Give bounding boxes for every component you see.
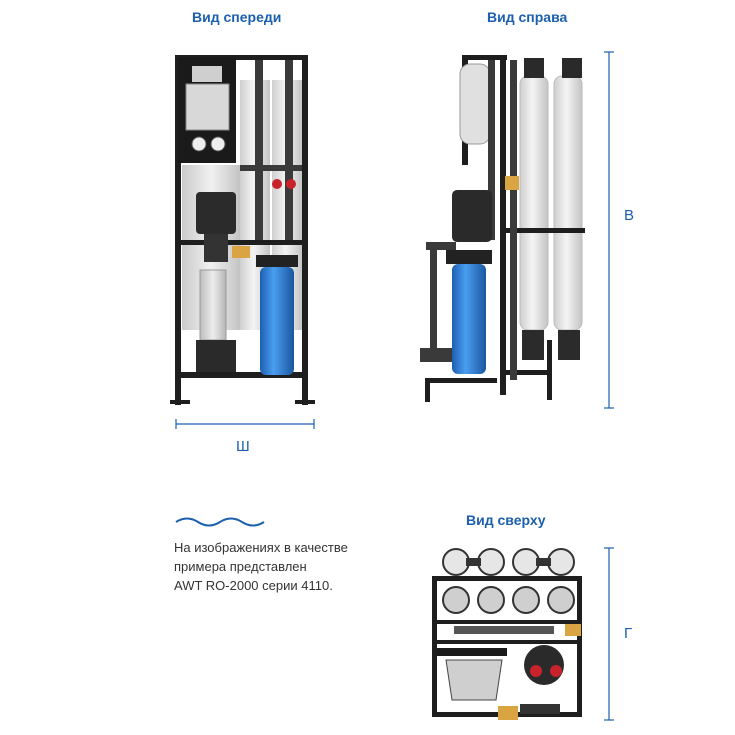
top-view-title: Вид сверху — [466, 512, 546, 528]
caption-line-1: На изображениях в качестве — [174, 540, 348, 555]
top-panel-edge — [437, 648, 507, 656]
front-brass-fitting — [232, 246, 250, 258]
right-membrane-2 — [553, 75, 583, 331]
right-pump-motor — [452, 190, 492, 242]
right-view-title: Вид справа — [487, 9, 568, 25]
right-filter-head — [446, 250, 492, 264]
caption-line-2: примера представлен — [174, 559, 307, 574]
right-brass-fitting — [505, 176, 519, 190]
front-view-title: Вид спереди — [192, 9, 282, 25]
front-red-valve-2-icon — [286, 179, 296, 189]
controller-box — [192, 66, 222, 82]
height-dimension-line — [604, 51, 614, 409]
width-dimension-label: Ш — [236, 438, 250, 455]
top-view-drawing — [432, 548, 582, 720]
top-glass-housing — [445, 659, 503, 701]
top-membranes-row-2 — [442, 586, 575, 614]
front-filter-head — [256, 255, 298, 267]
right-membrane-cap-2 — [562, 58, 582, 78]
caption-text: На изображениях в качестве примера предс… — [174, 538, 404, 595]
pressure-gauge-right-icon — [210, 136, 226, 152]
right-membrane-1 — [519, 75, 549, 331]
depth-dimension-label: Г — [624, 625, 633, 642]
right-blue-filter — [452, 264, 486, 374]
front-red-valve-1-icon — [272, 179, 282, 189]
right-view-drawing — [420, 55, 585, 402]
top-red-valve-1-icon — [530, 665, 542, 677]
front-pump-body — [204, 234, 228, 262]
front-view-drawing — [170, 55, 315, 405]
pressure-gauge-left-icon — [191, 136, 207, 152]
front-blue-filter — [260, 267, 294, 375]
front-bottom-valves — [196, 340, 236, 372]
height-dimension-label: В — [624, 207, 635, 224]
top-manifold-pipe — [454, 626, 554, 634]
top-brass-fitting-bottom — [498, 706, 518, 720]
caption-line-3: AWT RO-2000 серии 4110. — [174, 578, 333, 593]
depth-dimension-line — [604, 547, 614, 721]
control-screen — [185, 83, 230, 131]
front-frame — [170, 55, 315, 405]
right-membrane-cap-1 — [524, 58, 544, 78]
right-panel-side — [459, 63, 491, 145]
front-pipes — [240, 60, 302, 240]
top-membranes-row-1 — [442, 548, 575, 576]
top-brass-fitting-right — [565, 624, 581, 636]
right-bottom-valve-1 — [522, 330, 544, 360]
front-pump-motor — [196, 192, 236, 234]
right-bottom-valve-2 — [558, 330, 580, 360]
front-glass-housing — [199, 269, 227, 341]
top-bottom-pipe — [520, 704, 560, 714]
top-red-valve-2-icon — [550, 665, 562, 677]
top-pump-motor — [524, 645, 564, 685]
width-dimension-line — [175, 419, 315, 429]
wave-icon — [175, 517, 265, 527]
right-pipes — [420, 60, 517, 380]
